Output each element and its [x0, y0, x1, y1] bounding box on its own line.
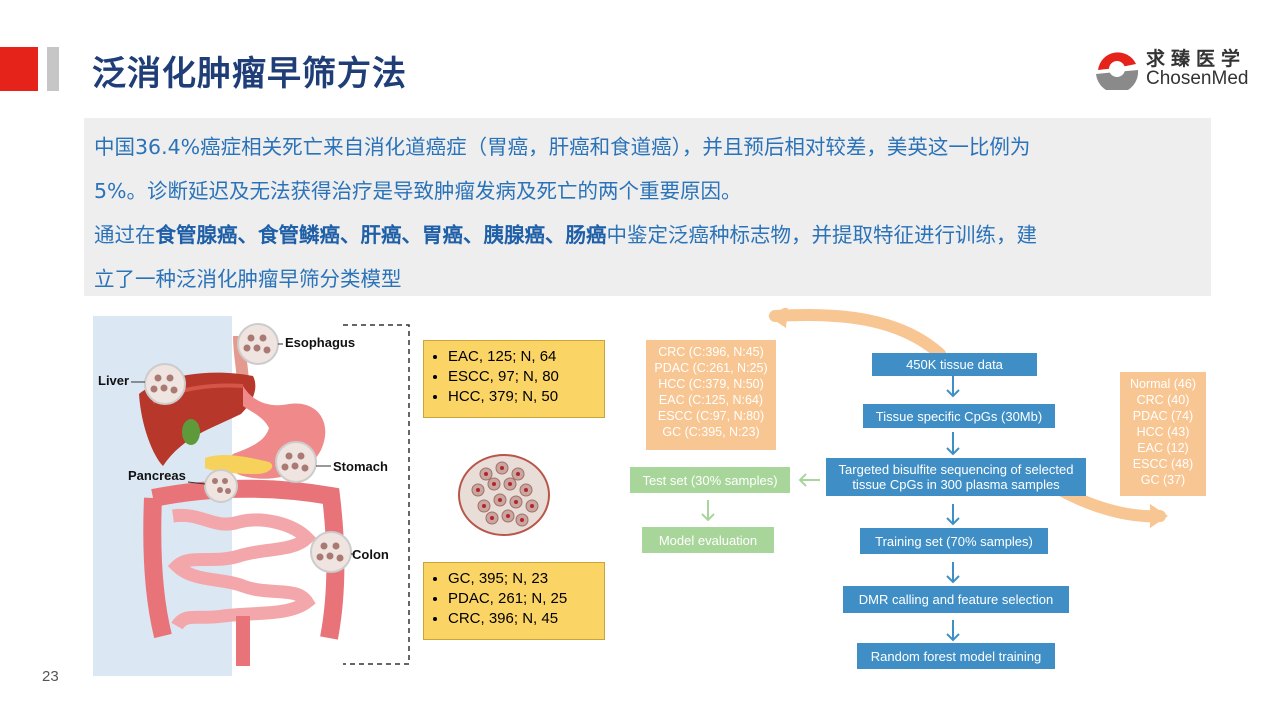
sample-item: GC, 395; N, 23: [448, 569, 604, 589]
summary-line-1: 中国36.4%癌症相关死亡来自消化道癌症（胃癌，肝癌和食道癌），并且预后相对较差…: [94, 135, 1031, 159]
gallbladder-shape: [182, 419, 200, 445]
plasma-sample-item: EAC (12): [1137, 441, 1189, 455]
step-tissue-specific-cpgs: Tissue specific CpGs (30Mb): [863, 404, 1055, 428]
accent-red-block: [0, 47, 38, 91]
plasma-sample-item: CRC (40): [1136, 393, 1190, 407]
step-training-set: Training set (70% samples): [860, 528, 1048, 554]
large-intestine-shape: [143, 479, 345, 640]
accent-gray-bar: [47, 47, 59, 91]
step-targeted-bisulfite-sequencing: Targeted bisulfite sequencing of selecte…: [826, 458, 1086, 496]
summary-line-3: 通过在食管腺癌、食管鳞癌、肝癌、胃癌、胰腺癌、肠癌中鉴定泛癌种标志物，并提取特征…: [94, 218, 1037, 248]
summary-line-3-suffix: 中鉴定泛癌种标志物，并提取特征进行训练，建: [606, 223, 1038, 247]
label-colon: Colon: [352, 547, 389, 562]
sample-item: ESCC, 97; N, 80: [448, 367, 604, 387]
sample-box-top: EAC, 125; N, 64 ESCC, 97; N, 80 HCC, 379…: [423, 340, 605, 418]
sample-item: CRC, 396; N, 45: [448, 609, 604, 629]
summary-cancer-types: 食管腺癌、食管鳞癌、肝癌、胃癌、胰腺癌、肠癌: [155, 223, 607, 247]
plasma-samples-box: Normal (46) CRC (40) PDAC (74) HCC (43) …: [1120, 372, 1206, 496]
esophagus-cell-circle: [237, 323, 279, 365]
step-3-line-1: Targeted bisulfite sequencing of selecte…: [838, 462, 1074, 477]
stomach-cell-circle: [275, 441, 317, 483]
colon-cell-circle: [310, 531, 352, 573]
cancer-sample-item: ESCC (C:97, N:80): [657, 409, 765, 423]
plasma-sample-item: HCC (43): [1136, 425, 1190, 439]
page-title: 泛消化肿瘤早筛方法: [92, 54, 407, 94]
summary-line-2: 5%。诊断延迟及无法获得治疗是导致肿瘤发病及死亡的两个重要原因。: [94, 179, 742, 203]
tissue-cells-icon: [458, 454, 550, 536]
cancer-sample-item: PDAC (C:261, N:25): [654, 361, 768, 375]
summary-box: 中国36.4%癌症相关死亡来自消化道癌症（胃癌，肝癌和食道癌），并且预后相对较差…: [84, 118, 1211, 296]
liver-cell-circle: [144, 363, 186, 405]
plasma-sample-item: ESCC (48): [1132, 457, 1194, 471]
chosenmed-logo-icon: [1096, 52, 1139, 94]
cancer-sample-item: CRC (C:396, N:45): [658, 345, 764, 359]
plasma-sample-item: GC (37): [1140, 473, 1186, 487]
label-esophagus: Esophagus: [285, 335, 356, 350]
logo-english-text: ChosenMed: [1146, 68, 1249, 89]
step-model-evaluation: Model evaluation: [642, 527, 774, 553]
small-intestine-shape: [167, 508, 317, 630]
sample-item: HCC, 379; N, 50: [448, 387, 604, 407]
sample-item: PDAC, 261; N, 25: [448, 589, 604, 609]
step-450k-tissue-data: 450K tissue data: [872, 353, 1037, 376]
label-pancreas: Pancreas: [128, 468, 186, 483]
step-random-forest-training: Random forest model training: [857, 643, 1055, 669]
plasma-sample-item: PDAC (74): [1132, 409, 1194, 423]
step-dmr-calling: DMR calling and feature selection: [843, 586, 1069, 613]
cancer-samples-box: CRC (C:396, N:45) PDAC (C:261, N:25) HCC…: [646, 340, 776, 450]
dashed-bracket: [343, 324, 410, 665]
summary-line-4: 立了一种泛消化肿瘤早筛分类模型: [94, 267, 402, 291]
page-number: 23: [42, 668, 59, 685]
digestive-system-illustration: [131, 323, 410, 666]
plasma-sample-item: Normal (46): [1130, 377, 1196, 391]
pancreas-cell-circle: [204, 469, 238, 503]
cancer-sample-item: GC (C:395, N:23): [662, 425, 760, 439]
sample-item: EAC, 125; N, 64: [448, 347, 604, 367]
chosenmed-logo: 求臻医学 ChosenMed: [1092, 44, 1267, 94]
cancer-sample-item: HCC (C:379, N:50): [658, 377, 764, 391]
summary-line-3-prefix: 通过在: [94, 223, 156, 247]
step-test-set: Test set (30% samples): [630, 467, 790, 493]
step-3-line-2: tissue CpGs in 300 plasma samples: [852, 477, 1060, 492]
label-liver: Liver: [98, 373, 130, 388]
logo-chinese-text: 求臻医学: [1146, 48, 1247, 70]
cancer-sample-item: EAC (C:125, N:64): [658, 393, 764, 407]
label-stomach: Stomach: [333, 459, 388, 474]
sample-box-bottom: GC, 395; N, 23 PDAC, 261; N, 25 CRC, 396…: [423, 562, 605, 640]
